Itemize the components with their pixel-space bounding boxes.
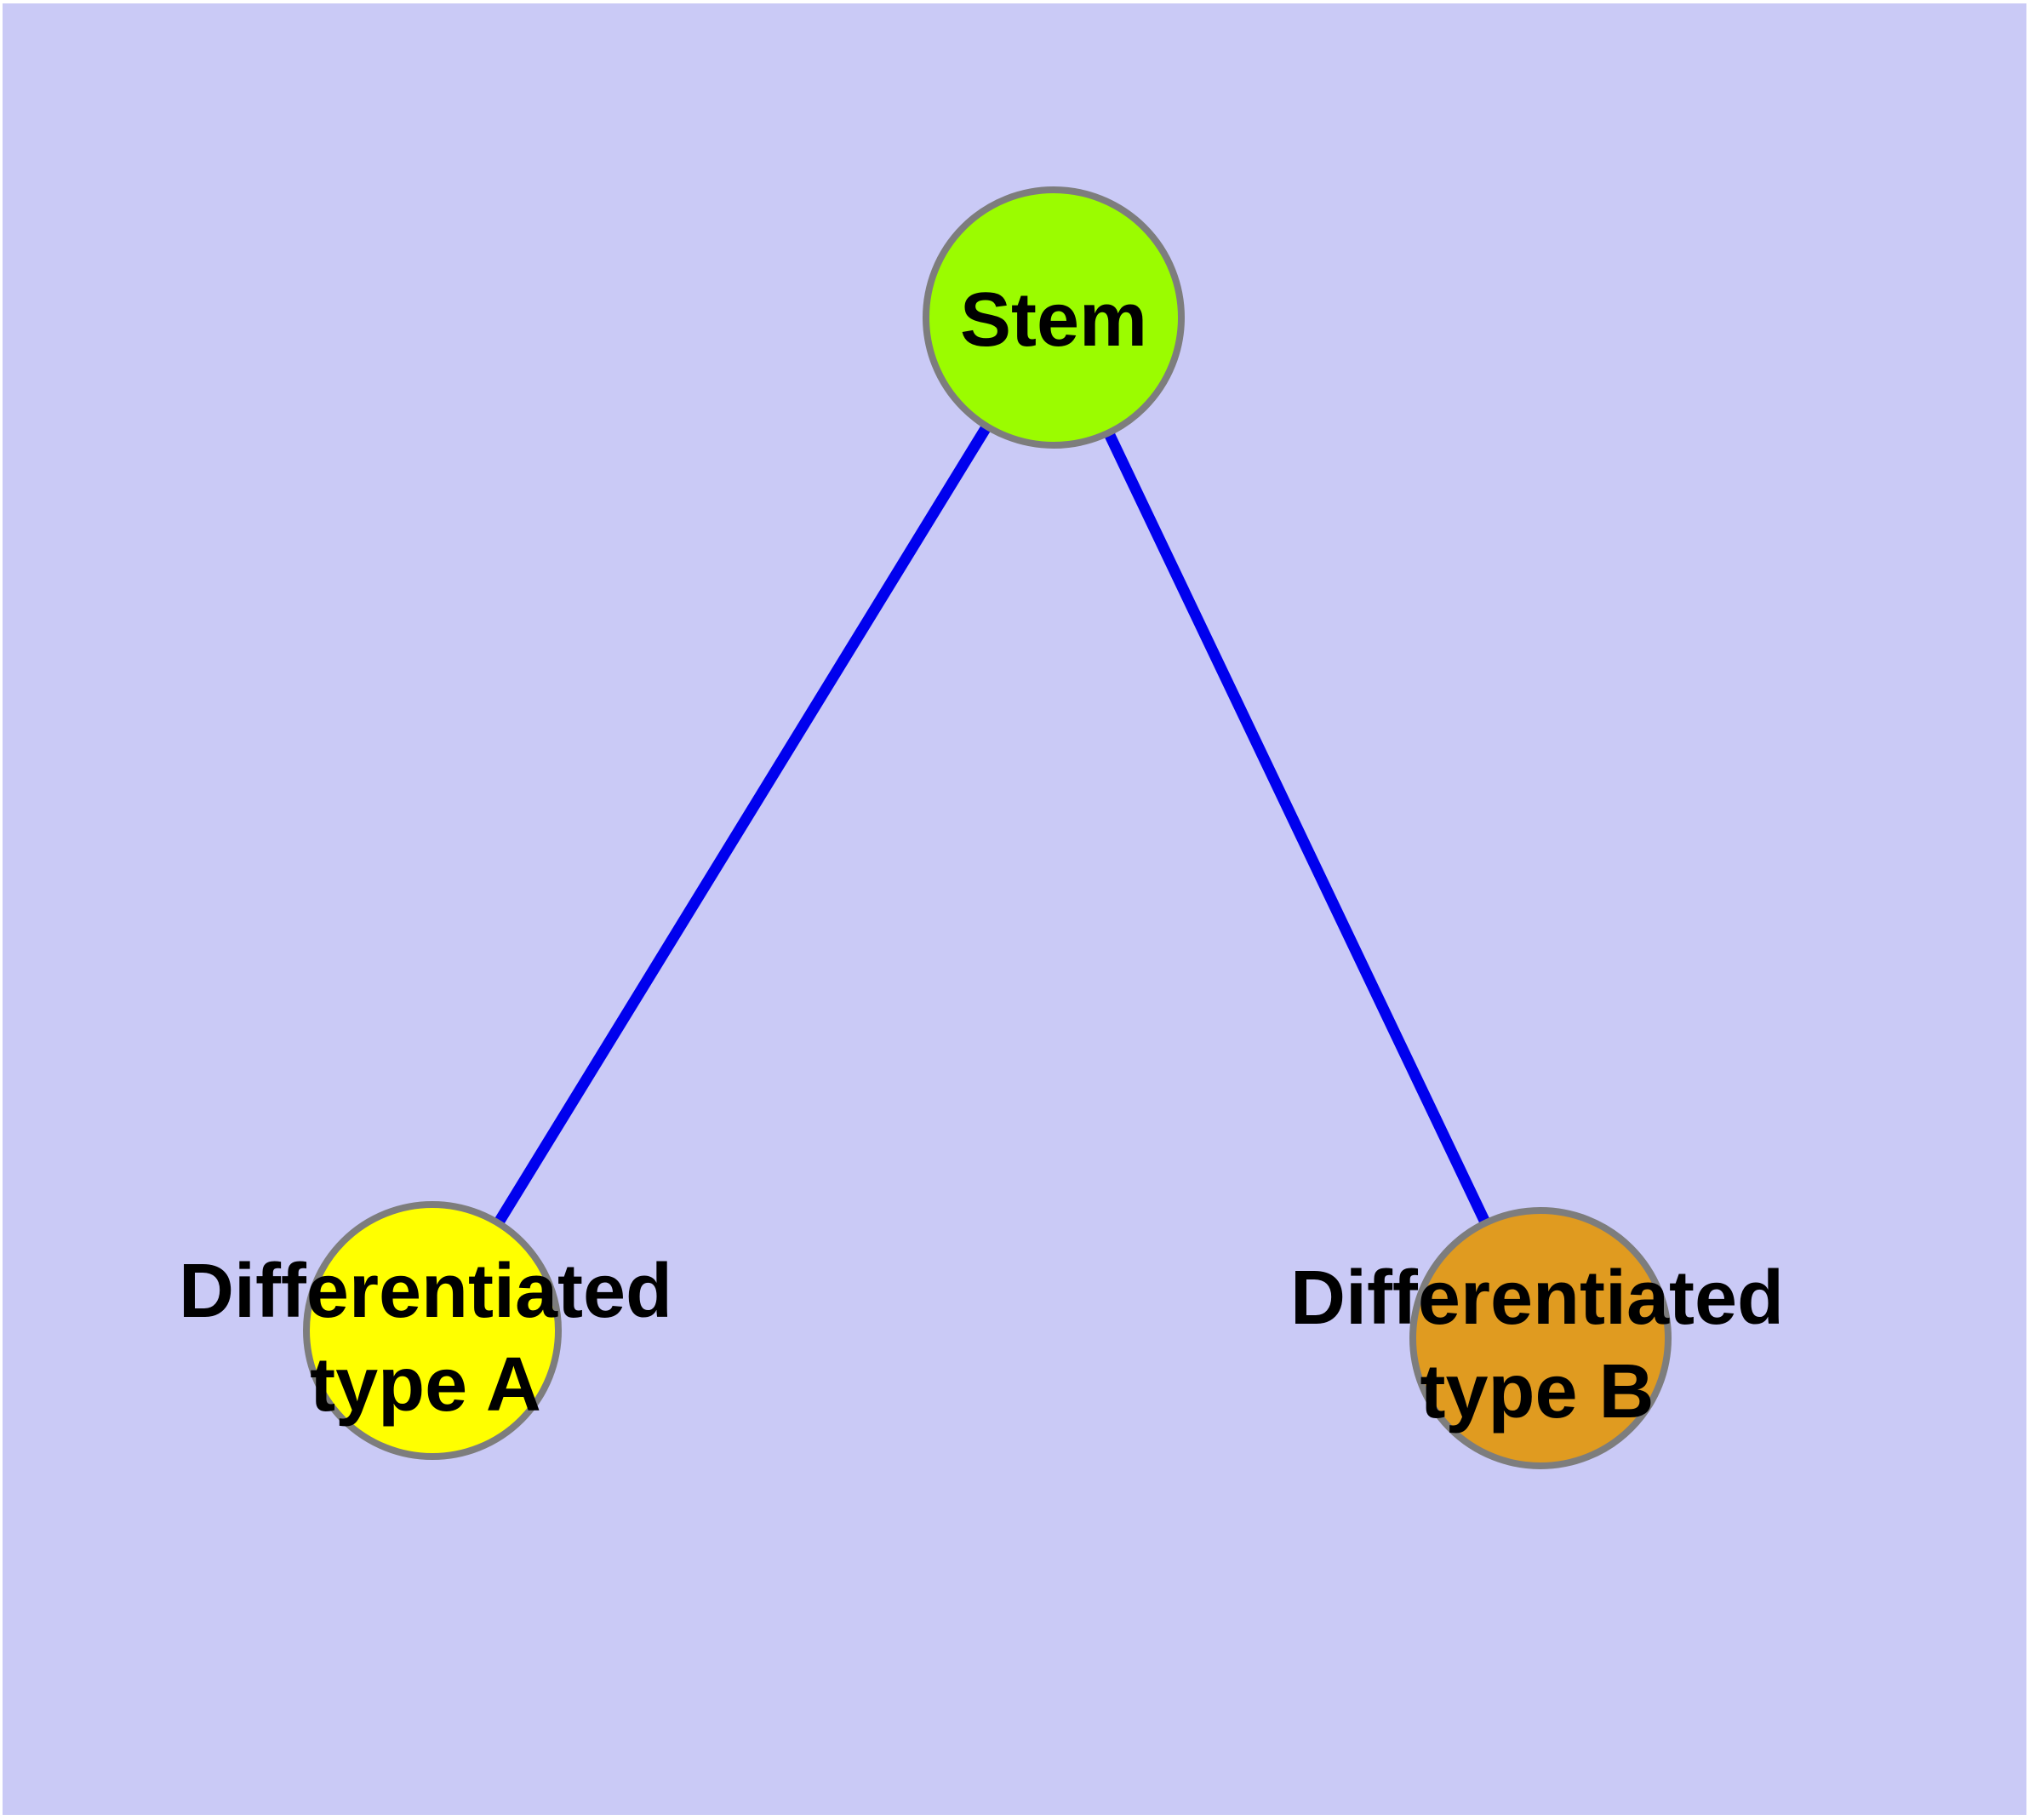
stem-node-label: Stem <box>960 278 1147 363</box>
type-b-label-line2: type B <box>1420 1349 1654 1434</box>
stem-node <box>923 186 1185 449</box>
type-b-node <box>1409 1207 1672 1469</box>
type-b-label-line1: Differentiated <box>1290 1256 1784 1341</box>
edge-stem-to-type-b <box>1049 315 1546 1341</box>
edge-stem-to-type-a <box>427 314 1059 1334</box>
type-a-label-line1: Differentiated <box>179 1249 672 1334</box>
type-a-node <box>303 1201 562 1460</box>
type-a-label-line2: type A <box>310 1342 541 1428</box>
